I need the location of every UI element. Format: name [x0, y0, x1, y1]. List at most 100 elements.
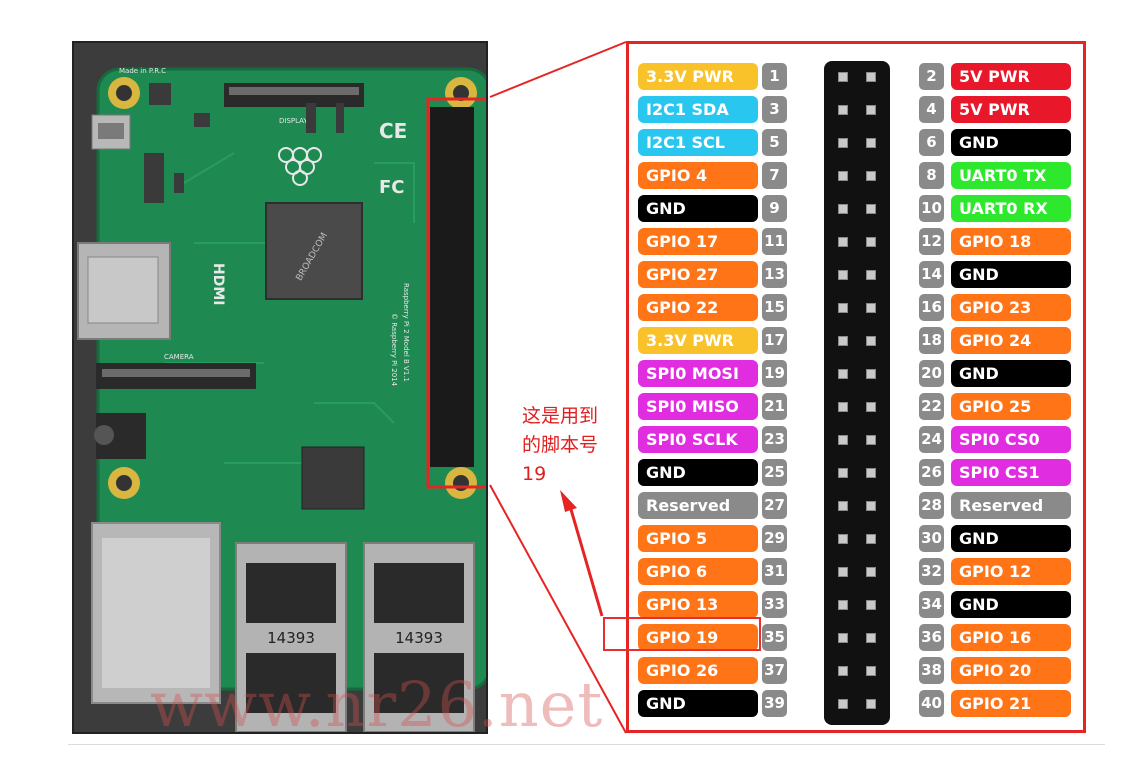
- gpio-header-photo: [430, 107, 474, 467]
- pin-number-21: 21: [762, 393, 787, 420]
- header-pin-29: [838, 534, 848, 544]
- pin-label-15: GPIO 22: [638, 294, 758, 321]
- pin-label-7: GPIO 4: [638, 162, 758, 189]
- pin-number-25: 25: [762, 459, 787, 486]
- svg-text:© Raspberry Pi 2014: © Raspberry Pi 2014: [390, 313, 398, 387]
- annotation-arrow-head: [560, 490, 577, 512]
- header-pin-6: [866, 138, 876, 148]
- usb-ports: 14393 14393: [235, 542, 475, 732]
- pin-number-8: 8: [919, 162, 944, 189]
- pin-number-19: 19: [762, 360, 787, 387]
- pin-number-40: 40: [919, 690, 944, 717]
- pin-number-28: 28: [919, 492, 944, 519]
- header-pin-25: [838, 468, 848, 478]
- pin-number-9: 9: [762, 195, 787, 222]
- pin-label-26: SPI0 CS1: [951, 459, 1071, 486]
- pin-label-30: GND: [951, 525, 1071, 552]
- pin-number-29: 29: [762, 525, 787, 552]
- pin-number-31: 31: [762, 558, 787, 585]
- pin-label-21: SPI0 MISO: [638, 393, 758, 420]
- pin-label-32: GPIO 12: [951, 558, 1071, 585]
- hdmi-text: HDMI: [210, 263, 226, 305]
- pin-label-40: GPIO 21: [951, 690, 1071, 717]
- board-illustration: DISPLAY Made in P.R.C CE FC BROADCOM HDM…: [77, 67, 486, 732]
- svg-text:CAMERA: CAMERA: [164, 353, 194, 361]
- pin-header: [824, 61, 890, 725]
- annotation-arrow-line: [568, 505, 604, 617]
- pin-number-24: 24: [919, 426, 944, 453]
- pin-number-6: 6: [919, 129, 944, 156]
- watermark: www.nr26.net: [150, 668, 604, 741]
- header-pin-11: [838, 237, 848, 247]
- pin-number-11: 11: [762, 228, 787, 255]
- pin-number-3: 3: [762, 96, 787, 123]
- pin-label-27: Reserved: [638, 492, 758, 519]
- made-in-text: Made in P.R.C: [119, 67, 166, 75]
- header-pin-13: [838, 270, 848, 280]
- pin-number-13: 13: [762, 261, 787, 288]
- header-pin-1: [838, 72, 848, 82]
- svg-text:CE: CE: [379, 119, 407, 143]
- raspberry-pi-board-photo: DISPLAY Made in P.R.C CE FC BROADCOM HDM…: [72, 41, 488, 734]
- header-pin-28: [866, 501, 876, 511]
- display-text: DISPLAY: [279, 117, 308, 125]
- pin-number-39: 39: [762, 690, 787, 717]
- note-line-1: 这是用到: [522, 405, 599, 427]
- pin-number-16: 16: [919, 294, 944, 321]
- pin-label-28: Reserved: [951, 492, 1071, 519]
- header-pin-39: [838, 699, 848, 709]
- pin-number-20: 20: [919, 360, 944, 387]
- pin-label-38: GPIO 20: [951, 657, 1071, 684]
- header-pin-37: [838, 666, 848, 676]
- bottom-divider: [68, 744, 1105, 745]
- header-pin-10: [866, 204, 876, 214]
- pin-number-14: 14: [919, 261, 944, 288]
- header-pin-15: [838, 303, 848, 313]
- pin-number-17: 17: [762, 327, 787, 354]
- pin-label-3: I2C1 SDA: [638, 96, 758, 123]
- pin-number-30: 30: [919, 525, 944, 552]
- pin-number-1: 1: [762, 63, 787, 90]
- soc-chip: [265, 202, 363, 300]
- pin-label-22: GPIO 25: [951, 393, 1071, 420]
- svg-text:14393: 14393: [267, 629, 315, 647]
- pin-label-13: GPIO 27: [638, 261, 758, 288]
- pin-label-18: GPIO 24: [951, 327, 1071, 354]
- pin-label-5: I2C1 SCL: [638, 129, 758, 156]
- pin-number-38: 38: [919, 657, 944, 684]
- mounting-holes: [108, 77, 477, 499]
- pin-label-10: UART0 RX: [951, 195, 1071, 222]
- pin-label-2: 5V PWR: [951, 63, 1071, 90]
- pin-number-18: 18: [919, 327, 944, 354]
- pin-label-33: GPIO 13: [638, 591, 758, 618]
- pin-label-6: GND: [951, 129, 1071, 156]
- note-line-2: 的脚本号: [522, 434, 599, 456]
- annotation-note: 这是用到 的脚本号 19: [522, 402, 632, 489]
- header-pin-36: [866, 633, 876, 643]
- header-pin-7: [838, 171, 848, 181]
- pin-number-32: 32: [919, 558, 944, 585]
- header-pin-2: [866, 72, 876, 82]
- gpio19-highlight-box: [603, 617, 761, 651]
- header-pin-33: [838, 600, 848, 610]
- pin-label-35: GPIO 19: [638, 624, 758, 651]
- header-pin-12: [866, 237, 876, 247]
- header-pin-22: [866, 402, 876, 412]
- header-pin-3: [838, 105, 848, 115]
- header-pin-5: [838, 138, 848, 148]
- pin-label-31: GPIO 6: [638, 558, 758, 585]
- header-pin-18: [866, 336, 876, 346]
- pin-number-35: 35: [762, 624, 787, 651]
- pin-number-4: 4: [919, 96, 944, 123]
- pin-number-26: 26: [919, 459, 944, 486]
- header-pin-30: [866, 534, 876, 544]
- raspberry-logo: [278, 147, 322, 186]
- pin-label-29: GPIO 5: [638, 525, 758, 552]
- pin-number-36: 36: [919, 624, 944, 651]
- header-pin-19: [838, 369, 848, 379]
- pin-label-16: GPIO 23: [951, 294, 1071, 321]
- header-pin-21: [838, 402, 848, 412]
- pin-number-33: 33: [762, 591, 787, 618]
- header-highlight-box: [426, 97, 486, 489]
